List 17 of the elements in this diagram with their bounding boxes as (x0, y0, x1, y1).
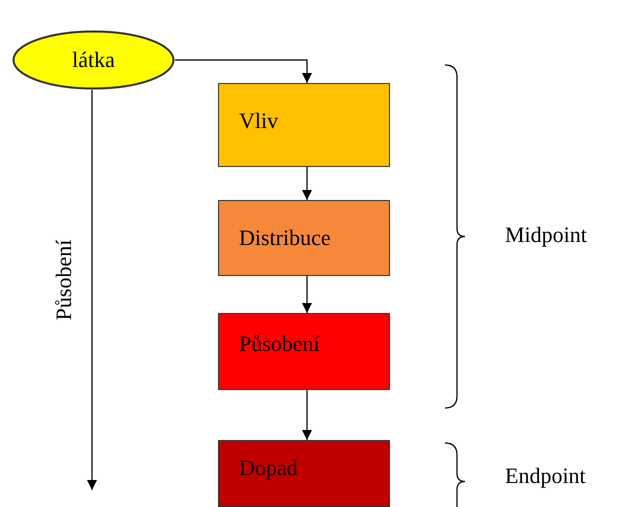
process-box (218, 313, 390, 390)
node-label: látka (72, 47, 115, 73)
arrow (175, 59, 312, 83)
node-label: Distribuce (239, 225, 331, 251)
process-box (218, 83, 390, 167)
process-box (218, 200, 390, 276)
process-box (218, 440, 390, 507)
bracket-label: Endpoint (505, 463, 586, 489)
node-label: Dopad (239, 454, 298, 480)
bracket-label: Midpoint (505, 222, 587, 248)
node-label: Působení (239, 330, 320, 356)
arrow (302, 276, 312, 313)
ellipse-node (12, 30, 175, 90)
node-label: Vliv (239, 108, 278, 134)
arrow (87, 90, 97, 490)
arrow (302, 167, 312, 200)
arrow (302, 390, 312, 440)
